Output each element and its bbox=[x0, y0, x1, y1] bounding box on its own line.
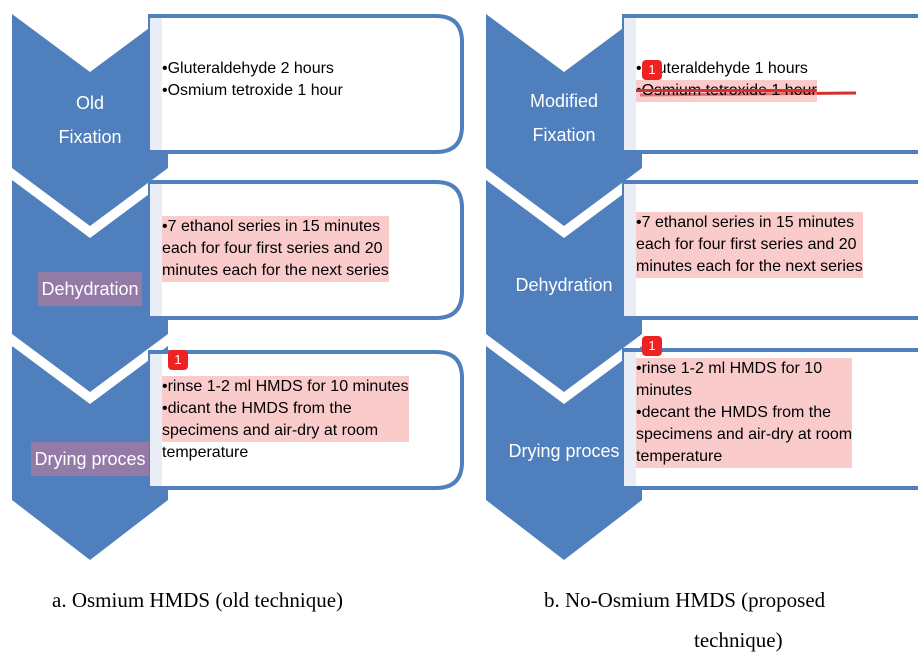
label-drying-b: Drying proces bbox=[486, 434, 642, 468]
label-line: Drying proces bbox=[31, 442, 149, 476]
text-line: each for four first series and 20 bbox=[636, 234, 863, 256]
text-line: •dicant the HMDS from the bbox=[162, 398, 409, 420]
caption-a: a. Osmium HMDS (old technique) bbox=[52, 588, 344, 612]
text-modified-fixation: •Gluteraldehyde 1 hours •Osmium tetroxid… bbox=[636, 58, 817, 102]
text-line: temperature bbox=[162, 444, 249, 461]
chevron-drying-b bbox=[486, 346, 642, 560]
label-drying-a: Drying proces bbox=[12, 442, 168, 476]
text-dehydration-b: •7 ethanol series in 15 minutes each for… bbox=[636, 212, 863, 278]
annotation-badge[interactable]: 1 bbox=[642, 336, 662, 356]
text-line: temperature bbox=[636, 446, 853, 468]
chevron-old-fixation bbox=[12, 14, 168, 226]
annotation-badge[interactable]: 1 bbox=[642, 60, 662, 80]
label-line: Modified bbox=[529, 91, 599, 111]
text-line: •7 ethanol series in 15 minutes bbox=[162, 216, 389, 238]
label-modified-fixation: Modified Fixation bbox=[486, 84, 642, 152]
label-line: Fixation bbox=[58, 127, 122, 147]
text-line: •decant the HMDS from the bbox=[636, 402, 853, 424]
label-line: Old bbox=[75, 93, 104, 113]
text-line: each for four first series and 20 bbox=[162, 238, 389, 260]
box-old-fixation bbox=[148, 14, 464, 154]
label-line: Drying proces bbox=[508, 441, 620, 461]
caption-b: b. No-Osmium HMDS (proposed bbox=[544, 588, 826, 612]
label-line: Dehydration bbox=[38, 272, 142, 306]
chevron-modified-fixation bbox=[486, 14, 642, 226]
text-line: minutes each for the next series bbox=[162, 260, 389, 282]
text-line-struck: •Osmium tetroxide 1 hour bbox=[636, 80, 817, 102]
text-line: •7 ethanol series in 15 minutes bbox=[636, 212, 863, 234]
chevron-dehydration-b bbox=[486, 180, 642, 392]
annotation-badge[interactable]: 1 bbox=[168, 350, 188, 370]
text-line: •Osmium tetroxide 1 hour bbox=[162, 82, 343, 99]
text-old-fixation: •Gluteraldehyde 2 hours •Osmium tetroxid… bbox=[162, 58, 343, 102]
text-line: minutes each for the next series bbox=[636, 256, 863, 278]
text-dehydration-a: •7 ethanol series in 15 minutes each for… bbox=[162, 216, 389, 282]
text-drying-a: •rinse 1-2 ml HMDS for 10 minutes •dican… bbox=[162, 376, 409, 464]
label-dehydration-a: Dehydration bbox=[12, 272, 168, 306]
label-dehydration-b: Dehydration bbox=[486, 268, 642, 302]
text-line: •Gluteraldehyde 2 hours bbox=[162, 60, 334, 77]
text-line: •Gluteraldehyde 1 hours bbox=[636, 60, 808, 77]
text-line: specimens and air-dry at room bbox=[162, 420, 409, 442]
caption-b-line2: technique) bbox=[694, 628, 783, 652]
label-line: Dehydration bbox=[515, 275, 613, 295]
text-line: minutes bbox=[636, 380, 853, 402]
text-line: •rinse 1-2 ml HMDS for 10 minutes bbox=[162, 376, 409, 398]
text-drying-b: •rinse 1-2 ml HMDS for 10 minutes •decan… bbox=[636, 358, 853, 468]
text-line: specimens and air-dry at room bbox=[636, 424, 853, 446]
label-line: Fixation bbox=[532, 125, 596, 145]
label-old-fixation: Old Fixation bbox=[12, 86, 168, 154]
text-line: •rinse 1-2 ml HMDS for 10 bbox=[636, 358, 853, 380]
